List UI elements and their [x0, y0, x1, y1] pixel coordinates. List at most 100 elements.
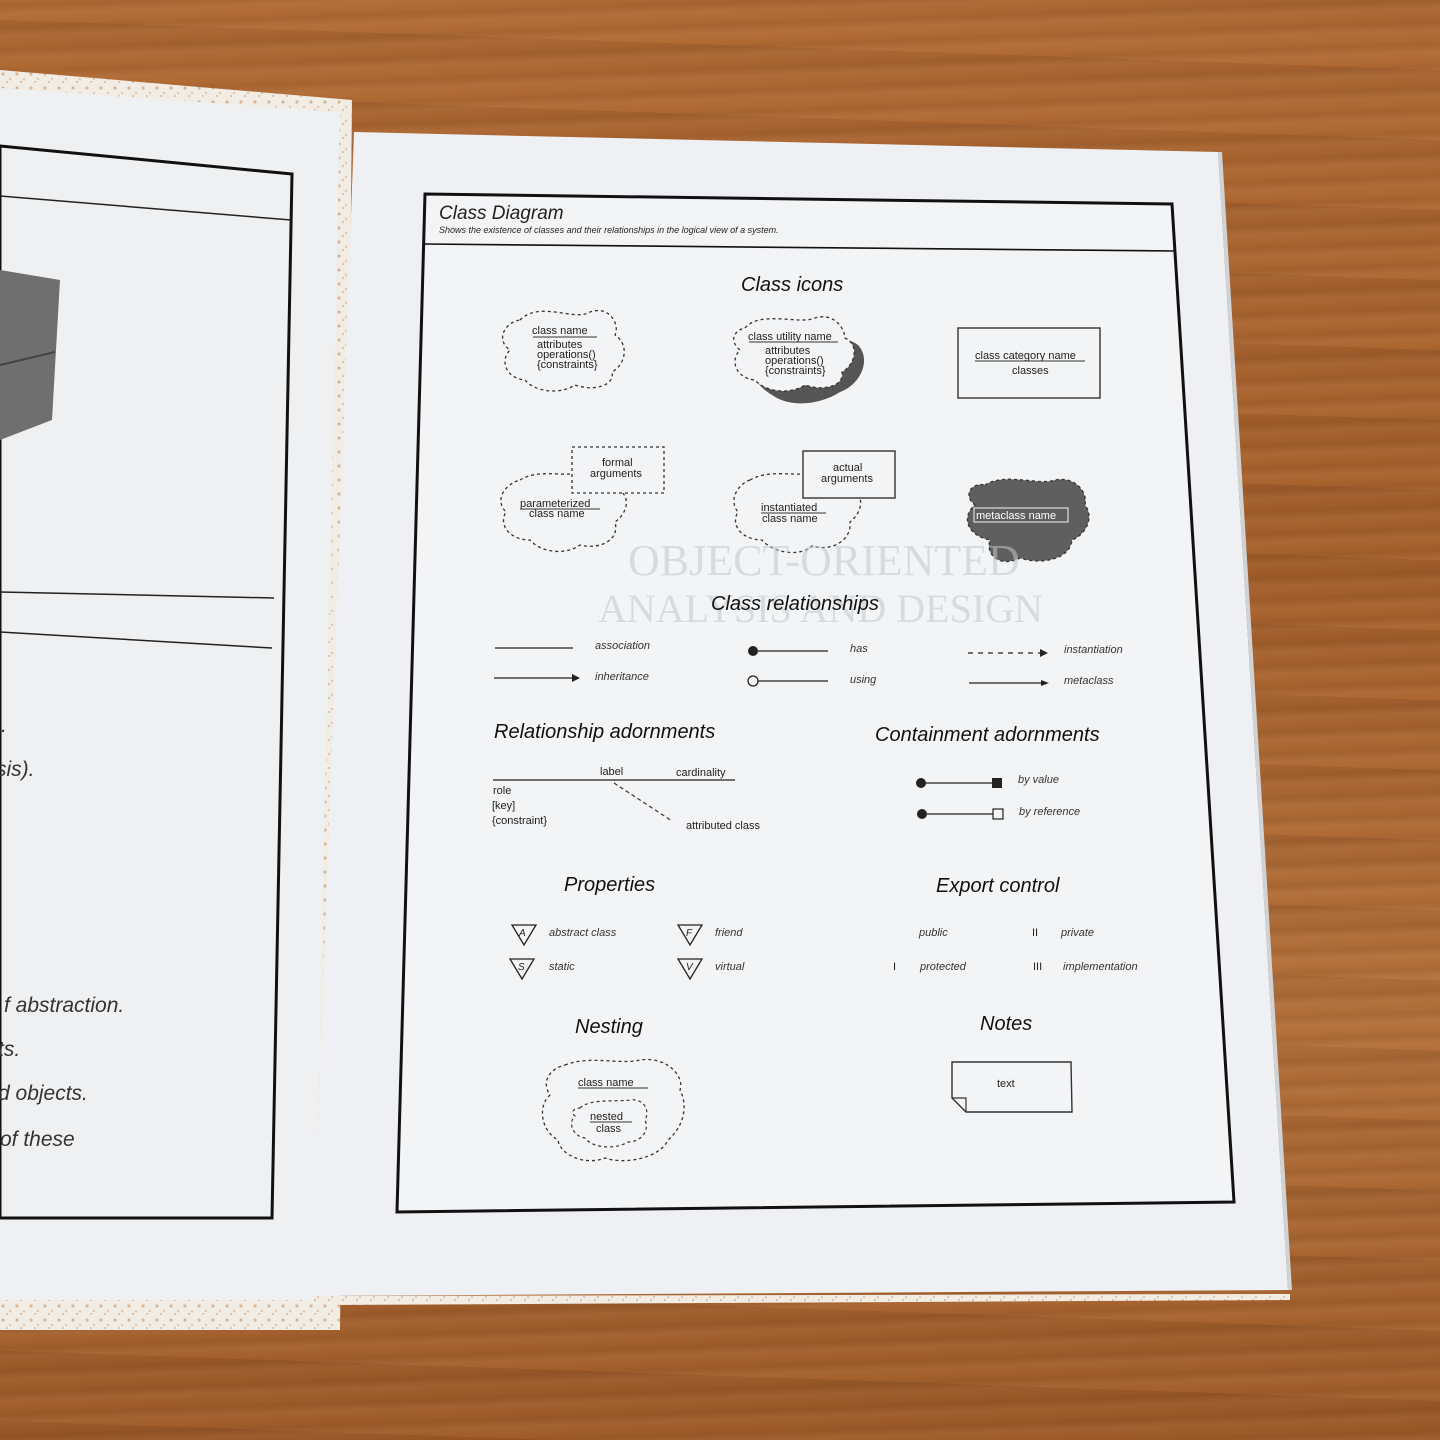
class-constraints-label: {constraints} [537, 359, 598, 371]
left-text-fragment: of these [0, 1128, 75, 1151]
metaclass-name-box [973, 507, 1069, 523]
category-classes-label: classes [1012, 365, 1049, 377]
bleed-through-text: ANALYSIS AND DESIGN [598, 586, 1043, 631]
note-icon [951, 1061, 1073, 1113]
by-reference-label: by reference [1019, 806, 1080, 818]
using-open-dot [747, 675, 759, 687]
class-category-box [957, 327, 1101, 399]
left-card-divider [0, 195, 292, 221]
right-cover-edge [312, 1294, 1290, 1305]
actual-arguments-label: arguments [821, 473, 873, 485]
class-icons-heading: Class icons [741, 274, 843, 296]
left-text-fragment: d objects. [0, 1082, 88, 1105]
box-illustration [0, 270, 60, 440]
formal-arguments-label: arguments [590, 468, 642, 480]
has-filled-dot [748, 646, 758, 656]
category-name-label: class category name [975, 350, 1076, 362]
notes-heading: Notes [980, 1013, 1032, 1035]
box-illustration-edge [0, 351, 56, 366]
key-label: [key] [492, 800, 515, 812]
has-label: has [850, 643, 868, 655]
private-mark: II [1032, 927, 1038, 939]
class-utility-cloud-icon [733, 316, 855, 392]
virtual-label: virtual [715, 961, 745, 973]
abstract-triangle-icon [510, 924, 538, 947]
constraint-label: {constraint} [492, 815, 547, 827]
virtual-glyph: V [686, 962, 694, 973]
utility-attributes-label: attributes [765, 345, 811, 357]
left-card-divider [0, 591, 275, 599]
instantiated-label: instantiated [761, 502, 817, 514]
attributed-class-link [613, 782, 673, 822]
static-triangle-icon [508, 958, 536, 981]
abstract-glyph: A [518, 928, 526, 939]
class-name-label: class name [532, 325, 588, 337]
nested-class-cloud-icon [571, 1099, 648, 1148]
card-header-divider [423, 243, 1175, 252]
containment-adornments-heading: Containment adornments [875, 724, 1100, 746]
utility-name-label: class utility name [748, 331, 832, 343]
left-text-fragment: ts. [0, 1038, 20, 1061]
friend-triangle-icon [676, 924, 704, 947]
virtual-triangle-icon [676, 958, 704, 981]
metaclass-rel-label: metaclass [1064, 675, 1114, 687]
by-reference-dot [917, 809, 927, 819]
utility-operations-label: operations() [765, 355, 824, 367]
nested-label: nested [590, 1111, 623, 1123]
parameterized-class-name-label: class name [529, 508, 585, 520]
metaclass-arrowhead [1041, 680, 1049, 686]
role-label: role [493, 785, 511, 797]
formal-arguments-box [571, 446, 665, 494]
left-card-divider [0, 631, 273, 649]
attributed-class-label: attributed class [686, 820, 760, 832]
by-reference-open-square [992, 808, 1004, 820]
inheritance-arrowhead [572, 674, 580, 682]
by-value-label: by value [1018, 774, 1059, 786]
using-label: using [850, 674, 877, 686]
public-label: public [918, 927, 948, 939]
instantiated-class-name-label: class name [762, 513, 818, 525]
left-text-fragment: ). [0, 714, 7, 737]
protected-mark: I [893, 961, 896, 973]
implementation-mark: III [1033, 961, 1042, 973]
actual-arguments-box [802, 450, 896, 499]
utility-constraints-label: {constraints} [765, 365, 826, 377]
left-text-fragment: f abstraction. [4, 994, 124, 1017]
export-control-heading: Export control [936, 875, 1060, 897]
nesting-outer-label: class name [578, 1077, 634, 1089]
left-card-frame [0, 144, 294, 1220]
class-relationships-heading: Class relationships [711, 593, 879, 615]
static-glyph: S [518, 962, 525, 973]
formal-label: formal [602, 457, 633, 469]
class-cloud-icon [501, 309, 625, 392]
properties-heading: Properties [564, 874, 655, 896]
note-text: text [997, 1078, 1015, 1090]
class-attributes-label: attributes [537, 339, 583, 351]
page-edge-shadow [1218, 152, 1292, 1290]
parameterized-label: parameterized [520, 498, 590, 510]
card-subtitle: Shows the existence of classes and their… [439, 225, 779, 235]
by-value-filled-square [992, 778, 1002, 788]
private-label: private [1060, 927, 1094, 939]
relationship-adornments-heading: Relationship adornments [494, 721, 715, 743]
left-page: ). sis). f abstraction. ts. d objects. o… [0, 70, 352, 1330]
card-title: Class Diagram [439, 203, 564, 224]
nesting-heading: Nesting [575, 1016, 643, 1038]
cardinality-label: cardinality [676, 767, 726, 779]
abstract-class-label: abstract class [549, 927, 617, 939]
label-label: label [600, 766, 623, 778]
nesting-outer-cloud-icon [541, 1058, 685, 1162]
left-page-paper [0, 88, 340, 1300]
nested-class-label: class [596, 1123, 622, 1135]
class-operations-label: operations() [537, 349, 596, 361]
friend-glyph: F [686, 928, 693, 939]
static-label: static [549, 961, 575, 973]
note-folded-corner [952, 1097, 967, 1112]
friend-label: friend [715, 927, 743, 939]
actual-label: actual [833, 462, 862, 474]
inheritance-label: inheritance [595, 671, 649, 683]
protected-label: protected [919, 961, 967, 973]
left-text-fragment: sis). [0, 758, 35, 781]
instantiation-label: instantiation [1064, 644, 1123, 656]
